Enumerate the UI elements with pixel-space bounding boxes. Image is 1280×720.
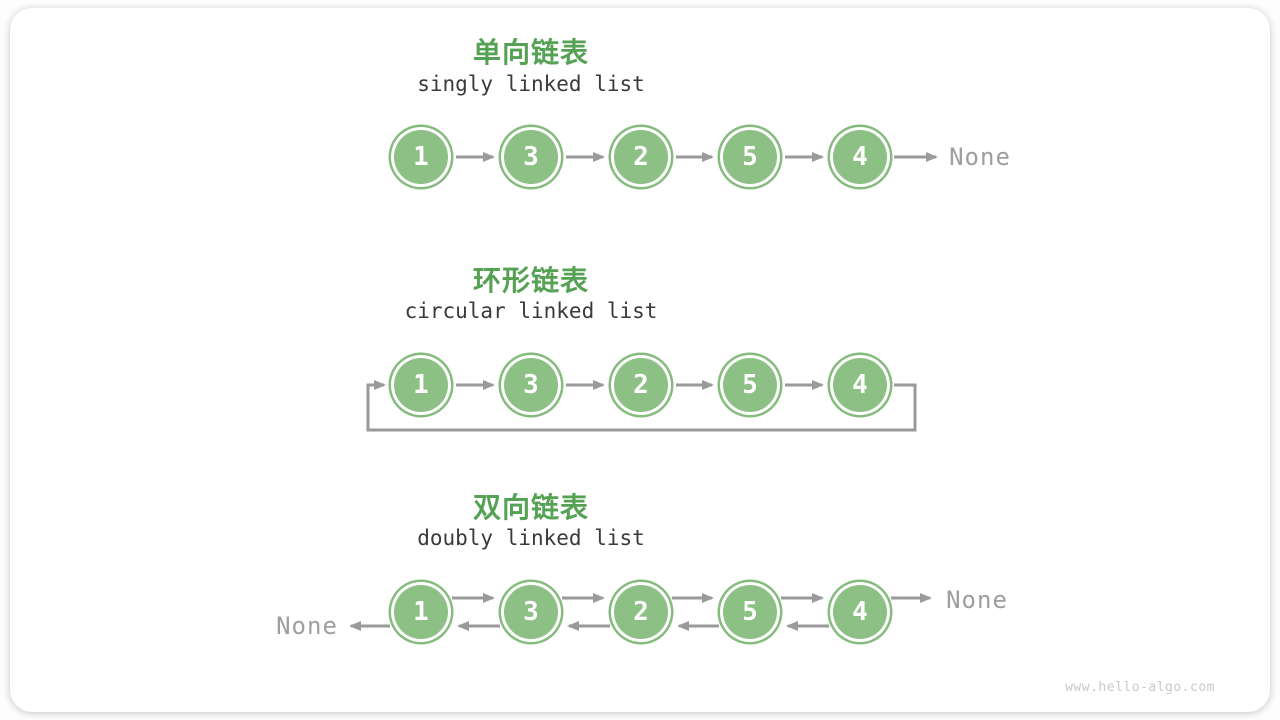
list-node: 3 — [504, 358, 558, 412]
list-node: 2 — [614, 130, 668, 184]
watermark: www.hello-algo.com — [1065, 680, 1215, 695]
section-title-circular: 环形链表 — [472, 264, 590, 297]
head-none-label: None — [276, 612, 338, 640]
list-node: 2 — [614, 358, 668, 412]
list-node: 3 — [504, 130, 558, 184]
list-node: 5 — [723, 358, 777, 412]
tail-none-label: None — [946, 586, 1008, 614]
section-subtitle-circular: circular linked list — [404, 299, 658, 323]
list-node: 1 — [394, 130, 448, 184]
section-subtitle-doubly: doubly linked list — [417, 526, 645, 550]
list-node: 4 — [833, 130, 887, 184]
list-node: 4 — [833, 358, 887, 412]
list-node: 1 — [394, 358, 448, 412]
tail-none-label: None — [949, 143, 1011, 171]
list-node: 2 — [614, 585, 668, 639]
section-subtitle-singly: singly linked list — [417, 72, 645, 96]
list-node: 5 — [723, 130, 777, 184]
list-node: 5 — [723, 585, 777, 639]
section-title-singly: 单向链表 — [472, 36, 590, 69]
list-node: 1 — [394, 585, 448, 639]
section-title-doubly: 双向链表 — [472, 491, 590, 524]
list-node: 4 — [833, 585, 887, 639]
list-node: 3 — [504, 585, 558, 639]
